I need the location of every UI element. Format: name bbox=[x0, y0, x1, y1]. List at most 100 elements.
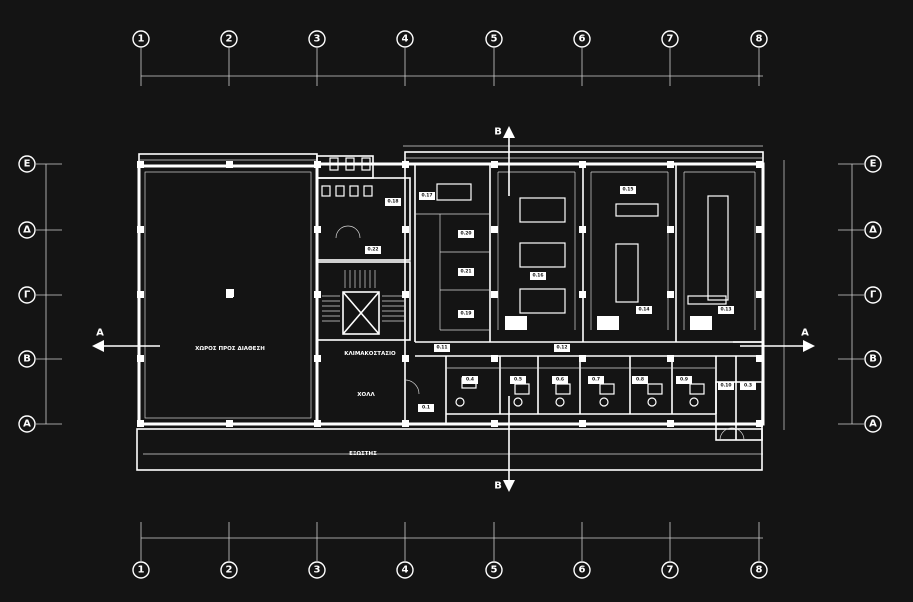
room-marker bbox=[226, 289, 234, 297]
axis-bubble-E-right: Ε bbox=[838, 155, 882, 173]
svg-text:Δ: Δ bbox=[869, 225, 877, 236]
axis-bubble-8-top: 8 bbox=[750, 30, 768, 86]
axis-bubble-6-bottom: 6 bbox=[573, 522, 591, 579]
room-label-exterior: ΕΞΩΣΤΗΣ bbox=[349, 451, 377, 457]
svg-text:0.20: 0.20 bbox=[460, 231, 471, 237]
room-tag: 0.16 bbox=[530, 272, 546, 280]
furniture bbox=[321, 157, 745, 441]
balcony-outline bbox=[136, 428, 763, 471]
room-tag: 0.7 bbox=[588, 376, 604, 384]
axis-bubble-G-left: Γ bbox=[18, 286, 62, 304]
axis-bubble-7-top: 7 bbox=[661, 30, 679, 86]
building-outline bbox=[136, 151, 765, 471]
meeting-table bbox=[436, 183, 472, 201]
bottom-axis-bubbles: 1 2 3 4 5 6 7 8 bbox=[132, 522, 768, 579]
axis-bubble-1-bottom: 1 bbox=[132, 522, 150, 579]
svg-text:Β: Β bbox=[869, 354, 877, 365]
axis-bubble-D-right: Δ bbox=[838, 221, 882, 239]
room-tags: 0.17 0.20 0.21 0.22 0.19 0.18 0.16 0.15 … bbox=[365, 186, 756, 412]
room-label-hall: ΧΟΛΛ bbox=[357, 392, 375, 398]
svg-text:4: 4 bbox=[402, 34, 409, 45]
svg-text:0.12: 0.12 bbox=[556, 345, 567, 351]
room-tag: 0.11 bbox=[434, 344, 450, 352]
svg-text:0.10: 0.10 bbox=[720, 383, 731, 389]
axis-bubble-G-right: Γ bbox=[838, 286, 882, 304]
axis-bubble-B-right: Β bbox=[838, 350, 882, 368]
svg-text:5: 5 bbox=[491, 34, 498, 45]
svg-text:Γ: Γ bbox=[870, 290, 877, 301]
room-tag: 0.15 bbox=[620, 186, 636, 194]
axis-bubble-D-left: Δ bbox=[18, 221, 62, 239]
section-B-label-top: Β bbox=[494, 127, 502, 138]
svg-text:0.8: 0.8 bbox=[636, 377, 644, 383]
building-dimension-lines bbox=[143, 145, 785, 455]
axis-bubble-E-left: Ε bbox=[18, 155, 62, 173]
axis-bubble-A-right: Α bbox=[838, 415, 882, 433]
axis-bubble-3-bottom: 3 bbox=[308, 522, 326, 579]
room-tag: 0.17 bbox=[419, 192, 435, 200]
svg-text:Ε: Ε bbox=[870, 159, 877, 170]
axis-bubble-2-top: 2 bbox=[220, 30, 238, 86]
room-tag: 0.20 bbox=[458, 230, 474, 238]
room-tag: 0.6 bbox=[552, 376, 568, 384]
section-cut-B: Β Β bbox=[494, 126, 515, 492]
main-building-wall bbox=[315, 162, 765, 426]
room-tag: 0.8 bbox=[632, 376, 648, 384]
room-tag: 0.10 bbox=[718, 382, 734, 390]
svg-text:7: 7 bbox=[667, 34, 674, 45]
svg-text:8: 8 bbox=[756, 34, 763, 45]
svg-text:7: 7 bbox=[667, 565, 674, 576]
section-A-label-right: Α bbox=[801, 328, 809, 339]
svg-text:0.1: 0.1 bbox=[422, 405, 430, 411]
svg-text:0.14: 0.14 bbox=[638, 307, 649, 313]
svg-text:6: 6 bbox=[579, 565, 586, 576]
svg-text:1: 1 bbox=[138, 565, 145, 576]
svg-text:Γ: Γ bbox=[24, 290, 31, 301]
svg-text:0.13: 0.13 bbox=[720, 307, 731, 313]
svg-text:3: 3 bbox=[314, 34, 321, 45]
svg-text:0.11: 0.11 bbox=[436, 345, 447, 351]
svg-text:0.17: 0.17 bbox=[421, 193, 432, 199]
room-tag: 0.1 bbox=[418, 404, 434, 412]
svg-text:Β: Β bbox=[23, 354, 31, 365]
axis-bubble-2-bottom: 2 bbox=[220, 522, 238, 579]
elevator-shaft bbox=[342, 291, 380, 335]
svg-text:0.19: 0.19 bbox=[460, 311, 471, 317]
room-tag: 0.14 bbox=[636, 306, 652, 314]
room-tag: 0.13 bbox=[718, 306, 734, 314]
stair-treads bbox=[322, 270, 404, 322]
axis-bubble-A-left: Α bbox=[18, 415, 62, 433]
svg-text:1: 1 bbox=[138, 34, 145, 45]
svg-text:0.4: 0.4 bbox=[466, 377, 474, 383]
svg-text:0.3: 0.3 bbox=[744, 383, 752, 389]
room-tag: 0.5 bbox=[510, 376, 526, 384]
axis-bubble-3-top: 3 bbox=[308, 30, 326, 86]
svg-text:4: 4 bbox=[402, 565, 409, 576]
axis-bubble-4-bottom: 4 bbox=[396, 522, 414, 579]
svg-text:0.21: 0.21 bbox=[460, 269, 471, 275]
axis-bubble-8-bottom: 8 bbox=[750, 522, 768, 579]
room-label-open-area: ΧΩΡΟΣ ΠΡΟΣ ΔΙΑΘΕΣΗ bbox=[195, 346, 265, 352]
room-tag: 0.3 bbox=[740, 382, 756, 390]
svg-text:0.7: 0.7 bbox=[592, 377, 600, 383]
room-tag: 0.21 bbox=[458, 268, 474, 276]
room-tag: 0.18 bbox=[385, 198, 401, 206]
axis-bubble-7-bottom: 7 bbox=[661, 522, 679, 579]
axis-bubble-5-bottom: 5 bbox=[485, 522, 503, 579]
svg-text:0.5: 0.5 bbox=[514, 377, 522, 383]
svg-text:5: 5 bbox=[491, 565, 498, 576]
section-cut-A: Α Α bbox=[92, 328, 815, 352]
structural-columns bbox=[137, 161, 763, 427]
section-A-label-left: Α bbox=[96, 328, 104, 339]
axis-bubble-B-left: Β bbox=[18, 350, 62, 368]
top-axis-bubbles: 1 2 3 4 5 6 7 8 bbox=[132, 30, 768, 86]
svg-text:2: 2 bbox=[226, 565, 233, 576]
axis-bubble-5-top: 5 bbox=[485, 30, 503, 86]
svg-text:0.6: 0.6 bbox=[556, 377, 564, 383]
left-axis-bubbles: Ε Δ Γ Β Α bbox=[18, 155, 62, 433]
axis-bubble-6-top: 6 bbox=[573, 30, 591, 86]
svg-text:0.16: 0.16 bbox=[532, 273, 543, 279]
svg-text:Δ: Δ bbox=[23, 225, 31, 236]
svg-text:2: 2 bbox=[226, 34, 233, 45]
